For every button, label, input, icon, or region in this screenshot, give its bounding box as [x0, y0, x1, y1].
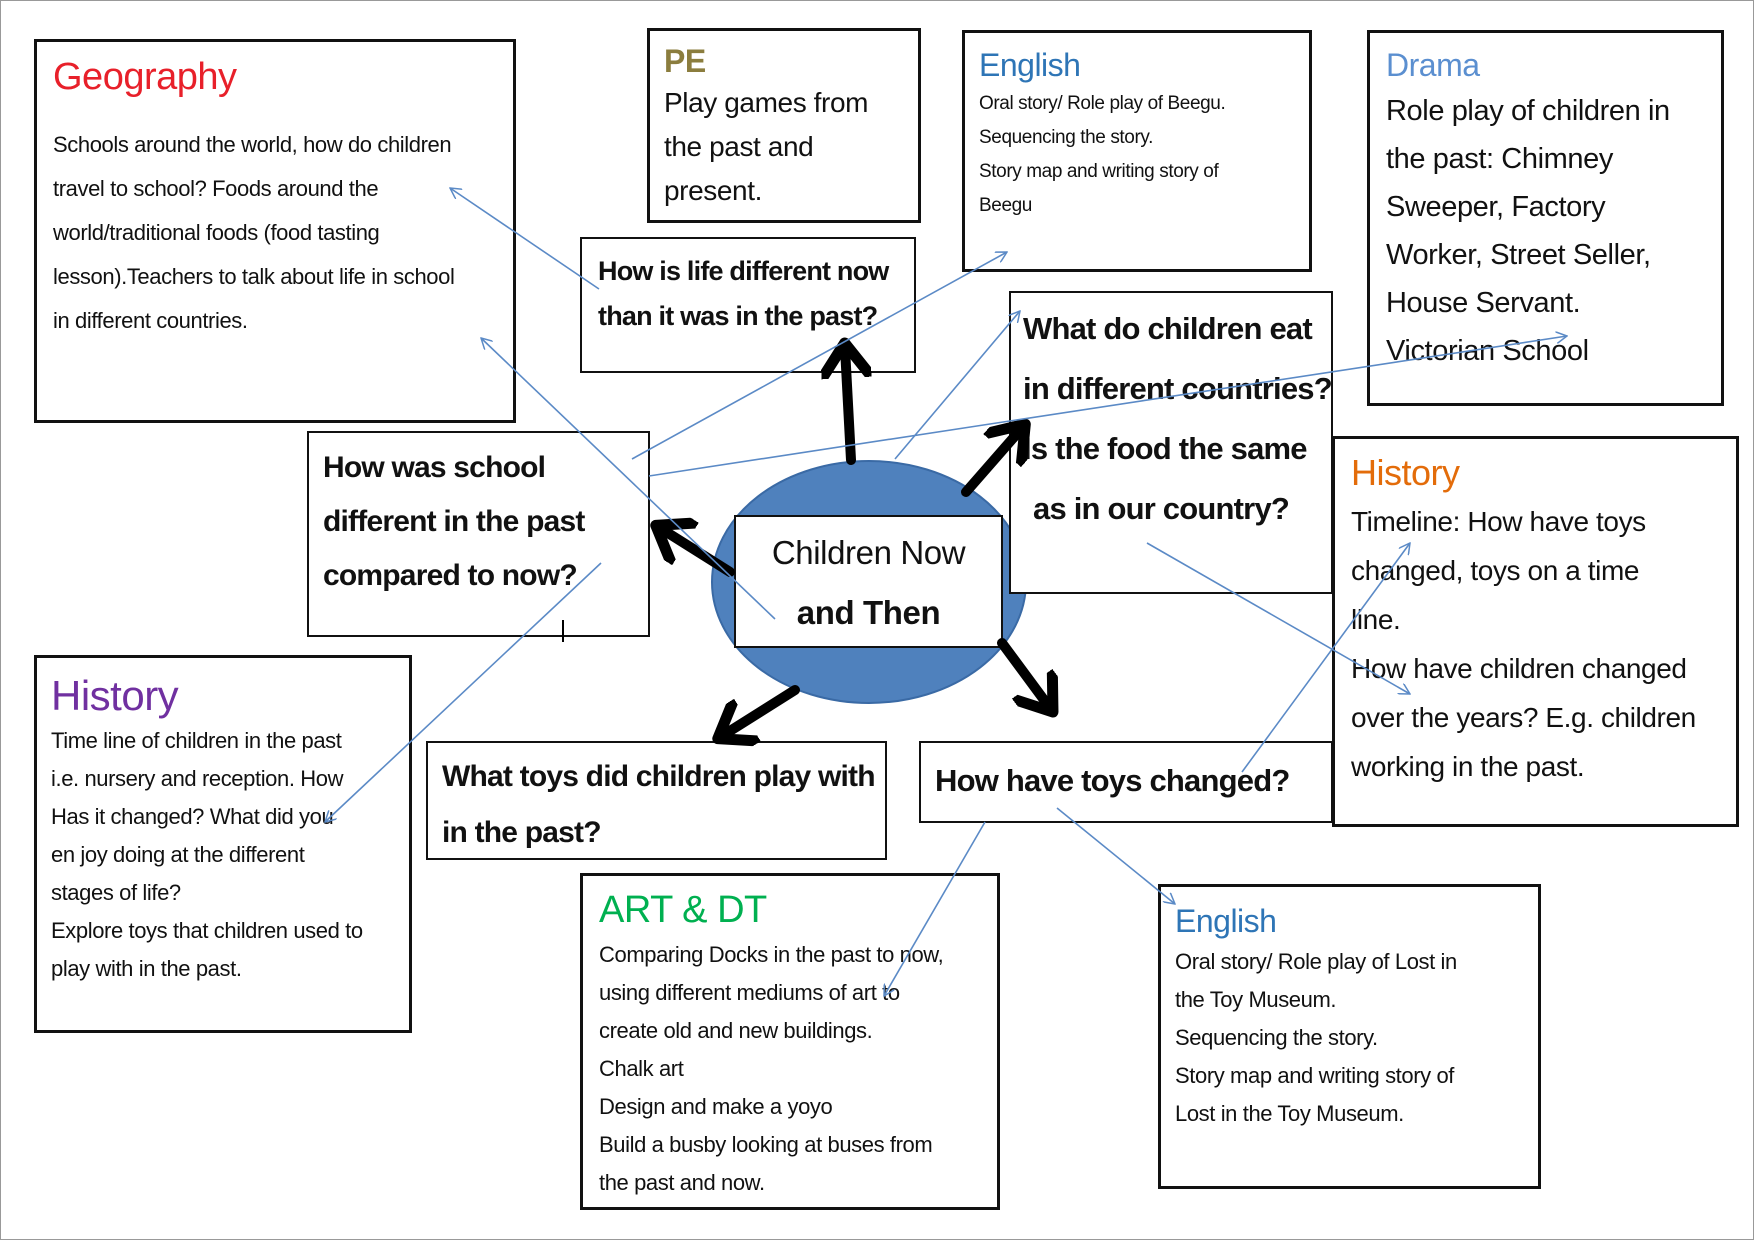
geography-line: in different countries. — [53, 308, 248, 333]
english-bottom-line: Story map and writing story of — [1175, 1063, 1455, 1088]
question-school-box: How was school different in the past com… — [307, 431, 650, 637]
geography-box: Geography Schools around the world, how … — [34, 39, 516, 423]
center-topic-box: Children Now and Then — [734, 515, 1003, 648]
english-top-line: Beegu — [979, 195, 1032, 216]
geography-title: Geography — [53, 56, 237, 98]
pe-line: the past and — [664, 131, 814, 162]
question-toys-past-line: in the past? — [442, 816, 602, 849]
history-left-title: History — [51, 672, 179, 719]
english-top-line: Oral story/ Role play of Beegu. — [979, 93, 1226, 114]
pe-line: Play games from — [664, 87, 869, 118]
history-left-line: play with in the past. — [51, 956, 242, 981]
art-dt-line: Comparing Docks in the past to now, — [599, 942, 944, 967]
drama-line: Role play of children in — [1386, 95, 1670, 127]
question-life-box: How is life different now than it was in… — [580, 237, 916, 373]
question-school-line: How was school — [323, 451, 546, 484]
question-life-line: than it was in the past? — [598, 301, 878, 331]
drama-line: Sweeper, Factory — [1386, 191, 1606, 223]
drama-line: Worker, Street Seller, — [1386, 239, 1651, 271]
question-food-line: What do children eat — [1023, 311, 1313, 346]
question-food-line: in different countries? — [1023, 371, 1333, 406]
art-dt-line: Design and make a yoyo — [599, 1094, 833, 1119]
english-top-line: Sequencing the story. — [979, 127, 1153, 148]
english-bottom-line: Lost in the Toy Museum. — [1175, 1101, 1404, 1126]
history-right-line: Timeline: How have toys — [1351, 506, 1646, 537]
art-dt-line: Chalk art — [599, 1056, 684, 1081]
question-life-line: How is life different now — [598, 256, 889, 286]
drama-line: House Servant. — [1386, 287, 1581, 319]
question-school-line: compared to now? — [323, 559, 578, 592]
english-bottom-line: the Toy Museum. — [1175, 987, 1337, 1012]
art-dt-line: using different mediums of art to — [599, 980, 900, 1005]
center-topic-line: Children Now — [771, 534, 966, 571]
history-left-line: i.e. nursery and reception. How — [51, 766, 344, 791]
english-top-line: Story map and writing story of — [979, 161, 1219, 182]
history-left-line: Explore toys that children used to — [51, 918, 363, 943]
english-bottom-title: English — [1175, 903, 1277, 939]
english-top-box: English Oral story/ Role play of Beegu. … — [962, 30, 1312, 272]
english-bottom-line: Oral story/ Role play of Lost in — [1175, 949, 1457, 974]
question-food-line: Is the food the same — [1023, 431, 1308, 466]
art-dt-line: the past and now. — [599, 1170, 765, 1195]
drama-title: Drama — [1386, 47, 1480, 83]
question-toys-past-line: What toys did children play with — [442, 760, 876, 793]
history-left-line: Has it changed? What did you — [51, 804, 334, 829]
history-right-title: History — [1351, 452, 1460, 493]
question-food-box: What do children eat in different countr… — [1009, 291, 1333, 594]
pe-box: PE Play games from the past and present. — [647, 28, 921, 223]
art-dt-line: Build a busby looking at buses from — [599, 1132, 933, 1157]
geography-line: world/traditional foods (food tasting — [53, 220, 380, 245]
question-food-line: as in our country? — [1033, 491, 1290, 526]
pe-title: PE — [664, 43, 706, 79]
center-topic-line: and Then — [796, 594, 941, 631]
art-dt-box: ART & DT Comparing Docks in the past to … — [580, 873, 1000, 1210]
history-left-line: en joy doing at the different — [51, 842, 305, 867]
drama-line: the past: Chimney — [1386, 143, 1613, 175]
history-left-line: stages of life? — [51, 880, 181, 905]
english-top-title: English — [979, 47, 1081, 83]
question-toys-changed-box: How have toys changed? — [919, 741, 1333, 823]
question-school-line: different in the past — [323, 505, 585, 538]
art-dt-line: create old and new buildings. — [599, 1018, 873, 1043]
history-right-line: over the years? E.g. children — [1351, 702, 1696, 733]
history-right-line: working in the past. — [1351, 751, 1585, 782]
english-bottom-box: English Oral story/ Role play of Lost in… — [1158, 884, 1541, 1189]
history-right-box: History Timeline: How have toys changed,… — [1332, 436, 1739, 827]
question-toys-changed-line: How have toys changed? — [935, 763, 1290, 798]
english-bottom-line: Sequencing the story. — [1175, 1025, 1378, 1050]
history-left-line: Time line of children in the past — [51, 728, 342, 753]
pe-line: present. — [664, 175, 762, 206]
history-right-line: line. — [1351, 604, 1401, 635]
art-dt-title: ART & DT — [599, 889, 767, 931]
geography-line: travel to school? Foods around the — [53, 176, 379, 201]
history-left-box: History Time line of children in the pas… — [34, 655, 412, 1033]
question-toys-past-box: What toys did children play with in the … — [426, 741, 887, 860]
history-right-line: How have children changed — [1351, 653, 1687, 684]
geography-line: Schools around the world, how do childre… — [53, 132, 452, 157]
geography-line: lesson).Teachers to talk about life in s… — [53, 264, 455, 289]
drama-line: Victorian School — [1386, 335, 1589, 367]
drama-box: Drama Role play of children in the past:… — [1367, 30, 1724, 406]
history-right-line: changed, toys on a time — [1351, 555, 1640, 586]
